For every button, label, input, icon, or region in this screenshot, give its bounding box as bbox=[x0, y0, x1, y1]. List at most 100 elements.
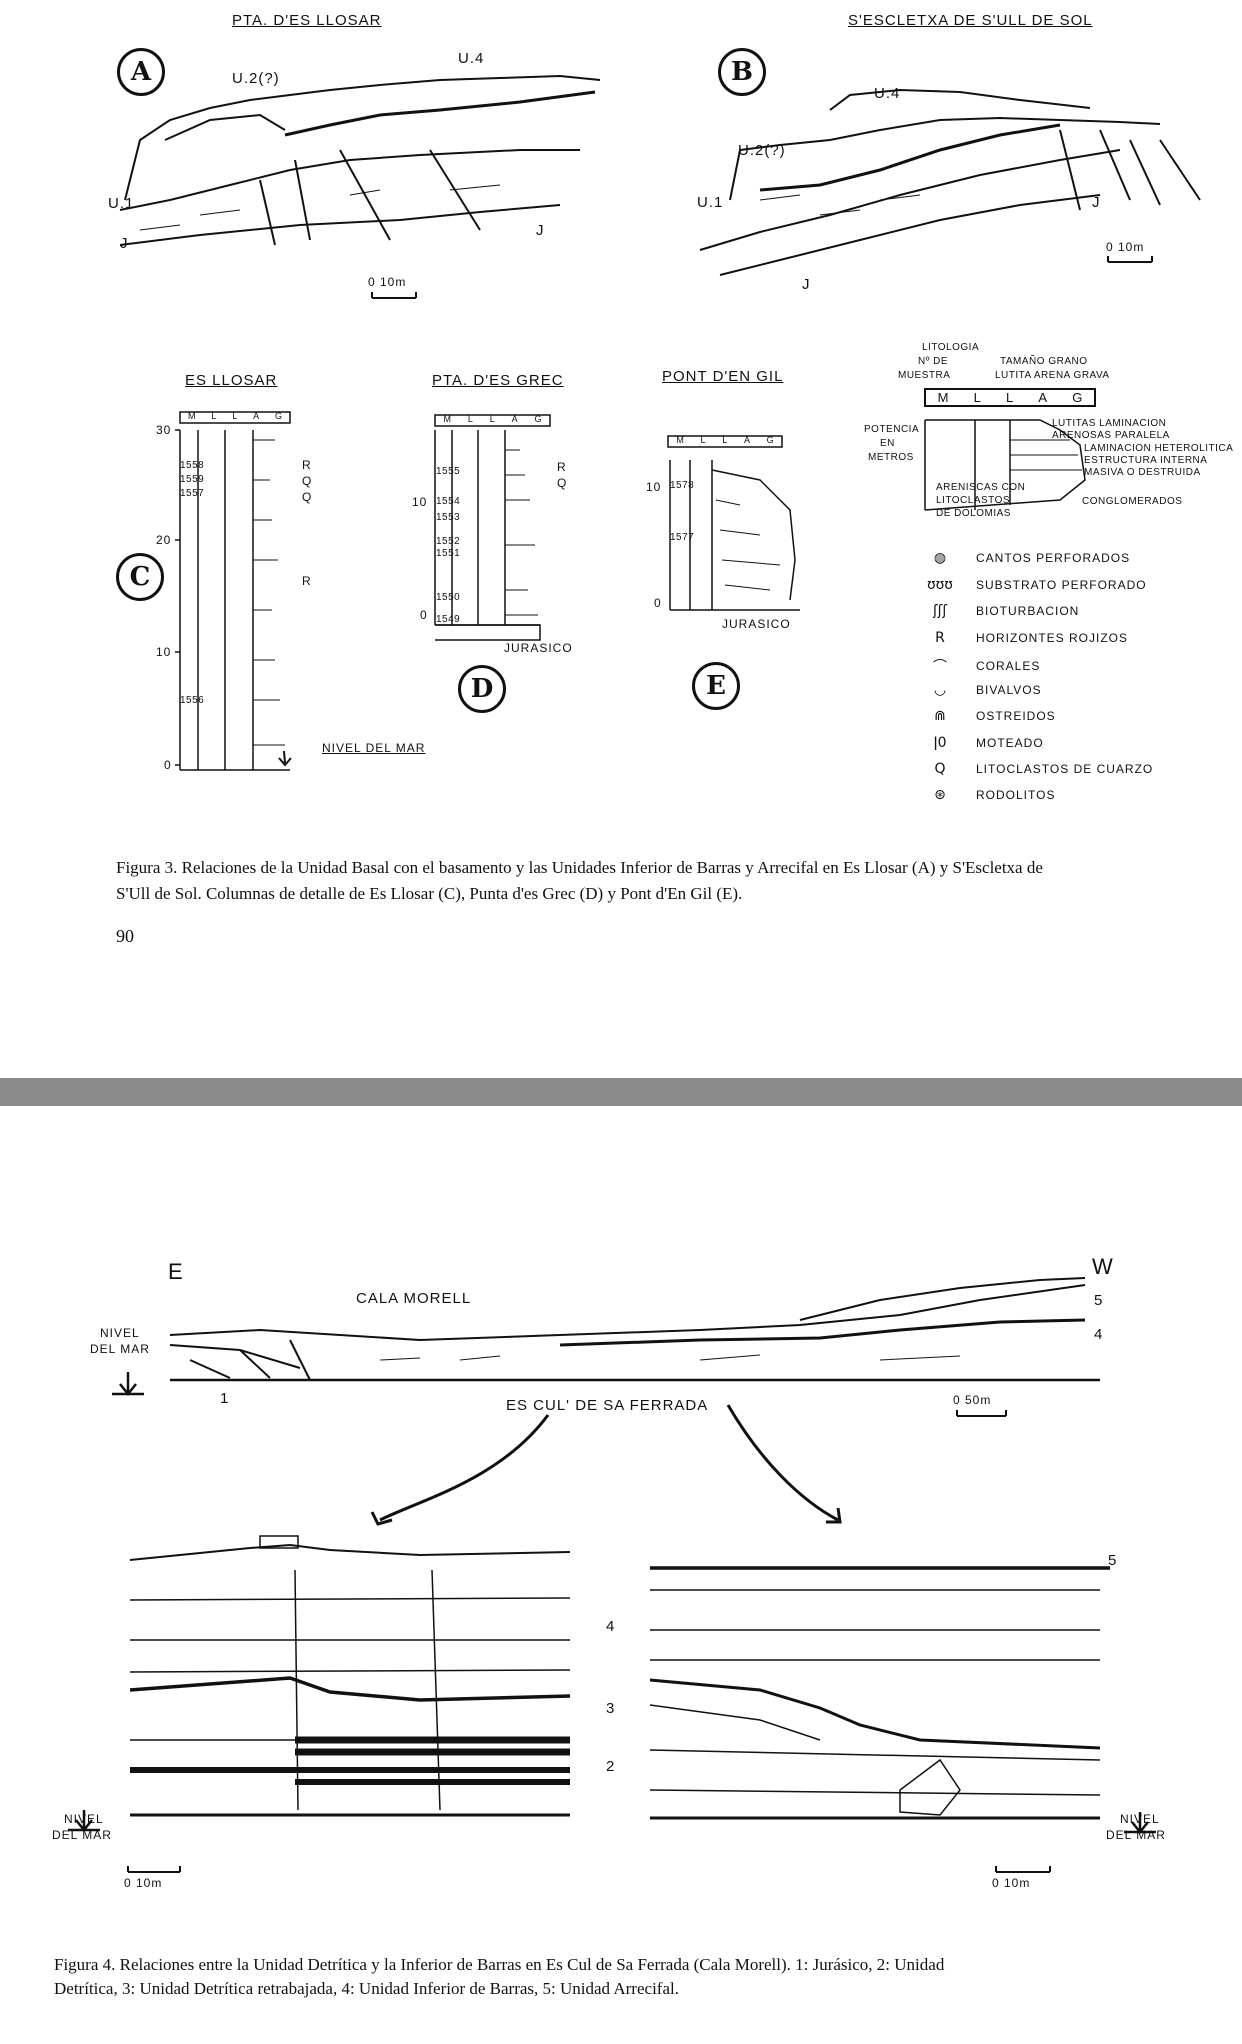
overview-zoom-label: ES CUL' DE SA FERRADA bbox=[506, 1397, 709, 1414]
column-d-sample-1554: 1554 bbox=[436, 496, 461, 507]
key-areniscas-2: LITOCLASTOS bbox=[936, 495, 1011, 506]
key-potencia-2: EN bbox=[880, 438, 895, 449]
column-e-header-m: M bbox=[676, 435, 684, 445]
column-c-header-l1: L bbox=[211, 411, 217, 421]
legend-label: RODOLITOS bbox=[976, 788, 1056, 802]
legend-label: HORIZONTES ROJIZOS bbox=[976, 631, 1129, 645]
panel-b-scale: 0 10m bbox=[1106, 240, 1145, 254]
page-divider bbox=[0, 1078, 1242, 1106]
column-d-header-a: A bbox=[511, 414, 518, 424]
column-d-mark-q: Q bbox=[557, 476, 568, 490]
detail-right-unit-5: 5 bbox=[1108, 1552, 1118, 1569]
overview-unit-5: 5 bbox=[1094, 1292, 1104, 1309]
rodolitos-icon: ⊛ bbox=[934, 787, 946, 803]
panel-b-u4-label: U.4 bbox=[874, 85, 901, 102]
overview-west-label: W bbox=[1092, 1254, 1114, 1279]
column-c-header-m: M bbox=[187, 411, 196, 421]
panel-a-j-left-label: J bbox=[120, 235, 129, 252]
column-e-sample-1578: 1578 bbox=[670, 480, 695, 491]
key-litologia: LITOLOGIA bbox=[922, 342, 980, 353]
overview-unit-4: 4 bbox=[1094, 1326, 1104, 1343]
figure3-caption-line2: S'Ull de Sol. Columnas de detalle de Es … bbox=[116, 884, 743, 903]
column-d-sample-1555: 1555 bbox=[436, 466, 461, 477]
column-c-sample-1556: 1556 bbox=[180, 695, 205, 706]
panel-b-title: S'ESCLETXA DE S'ULL DE SOL bbox=[848, 12, 1093, 29]
legend-label: CANTOS PERFORADOS bbox=[976, 551, 1131, 565]
bioturbacion-icon: ʃʃʃ bbox=[932, 603, 948, 619]
detail-left-scale: 0 10m bbox=[124, 1876, 163, 1890]
legend-label: BIOTURBACION bbox=[976, 604, 1080, 618]
column-e-header-a: A bbox=[743, 435, 750, 445]
column-c-sample-1557: 1557 bbox=[180, 488, 205, 499]
column-d-header-g: G bbox=[534, 414, 542, 424]
panel-b-u2-label: U.2(?) bbox=[738, 142, 786, 159]
column-d-sample-1552: 1552 bbox=[436, 536, 461, 547]
overview-east-label: E bbox=[168, 1259, 184, 1284]
column-c-letter: C bbox=[116, 553, 164, 601]
legend-item: R HORIZONTES ROJIZOS bbox=[920, 630, 1128, 646]
overview-scale: 0 50m bbox=[953, 1393, 992, 1407]
figure4-caption-line2: Detrítica, 3: Unidad Detrítica retrabaja… bbox=[54, 1979, 679, 1998]
overview-sea-level-1: NIVEL bbox=[100, 1326, 140, 1340]
column-d-header-m: M bbox=[443, 414, 451, 424]
key-areniscas-3: DE DOLOMIAS bbox=[936, 508, 1011, 519]
cantos-perforados-icon: ◍ bbox=[933, 550, 947, 566]
substrato-perforado-icon: ʊʊʊ bbox=[927, 577, 953, 593]
column-d-header-l2: L bbox=[489, 414, 495, 424]
column-c-header-l2: L bbox=[232, 411, 238, 421]
column-d-mark-r: R bbox=[557, 460, 567, 474]
column-e-header-g: G bbox=[766, 435, 774, 445]
key-muestra: MUESTRA bbox=[898, 370, 951, 381]
figure3-caption-line1: Figura 3. Relaciones de la Unidad Basal … bbox=[116, 858, 1043, 877]
key-right-3: LAMINACION HETEROLITICA bbox=[1084, 443, 1234, 454]
key-right-5: MASIVA O DESTRUIDA bbox=[1084, 467, 1201, 478]
page-number: 90 bbox=[116, 926, 134, 946]
figure4-caption-line1: Figura 4. Relaciones entre la Unidad Det… bbox=[54, 1955, 945, 1974]
key-right-4: ESTRUCTURA INTERNA bbox=[1084, 455, 1208, 466]
key-header-g: G bbox=[1072, 390, 1083, 405]
column-c-sample-1558: 1558 bbox=[180, 460, 205, 471]
column-c-tick-10: 10 bbox=[156, 645, 172, 659]
column-c-header-g: G bbox=[274, 411, 282, 421]
column-c-sea-level: NIVEL DEL MAR bbox=[322, 741, 426, 755]
panel-b-u1-label: U.1 bbox=[697, 194, 724, 211]
detail-right-scale: 0 10m bbox=[992, 1876, 1031, 1890]
legend-label: LITOCLASTOS DE CUARZO bbox=[976, 762, 1154, 776]
key-numero: Nº DE bbox=[918, 356, 949, 367]
overview-sea-level-2: DEL MAR bbox=[90, 1342, 150, 1356]
column-c-header: M L L A G bbox=[180, 411, 290, 421]
litoclastos-cuarzo-icon: Q bbox=[934, 761, 946, 777]
figure3-drawings bbox=[119, 74, 1201, 771]
column-d-sample-1551: 1551 bbox=[436, 548, 461, 559]
panel-a-u1-label: U.1 bbox=[108, 195, 135, 212]
column-c-header-a: A bbox=[253, 411, 260, 421]
legend-item: ◡BIVALVOS bbox=[920, 682, 1042, 698]
column-d-base: JURASICO bbox=[504, 641, 573, 655]
column-d-title: PTA. D'ES GREC bbox=[432, 372, 564, 389]
panel-a-u2-label: U.2(?) bbox=[232, 70, 280, 87]
legend-item: Q LITOCLASTOS DE CUARZO bbox=[920, 761, 1153, 777]
panel-b-j-bottom-label: J bbox=[802, 276, 811, 293]
legend-label: SUBSTRATO PERFORADO bbox=[976, 578, 1147, 592]
column-c-mark-r2: R bbox=[302, 574, 312, 588]
horizontes-rojizos-icon: R bbox=[935, 630, 945, 646]
key-conglomerados: CONGLOMERADOS bbox=[1082, 496, 1183, 507]
key-header-m: M bbox=[937, 390, 949, 405]
key-tamano-sub: LUTITA ARENA GRAVA bbox=[995, 370, 1110, 381]
key-areniscas-1: ARENISCAS CON bbox=[936, 482, 1026, 493]
detail-right-sea-level-1: NIVEL bbox=[1120, 1812, 1160, 1826]
overview-place: CALA MORELL bbox=[356, 1290, 472, 1307]
key-header: M L L A G bbox=[925, 389, 1095, 406]
panel-b-j-right-label: J bbox=[1092, 194, 1101, 211]
detail-left-unit-2: 2 bbox=[606, 1758, 616, 1775]
column-d-tick-10: 10 bbox=[412, 495, 428, 509]
legend-label: BIVALVOS bbox=[976, 683, 1042, 697]
column-d-sample-1553: 1553 bbox=[436, 512, 461, 523]
column-e-header-l1: L bbox=[700, 435, 706, 445]
detail-left-unit-3: 3 bbox=[606, 1700, 616, 1717]
column-c-tick-30: 30 bbox=[156, 423, 172, 437]
legend-item: ʃʃʃ BIOTURBACION bbox=[920, 603, 1079, 619]
column-c-tick-0: 0 bbox=[164, 758, 172, 772]
ostreidos-icon: ⋒ bbox=[934, 708, 946, 724]
